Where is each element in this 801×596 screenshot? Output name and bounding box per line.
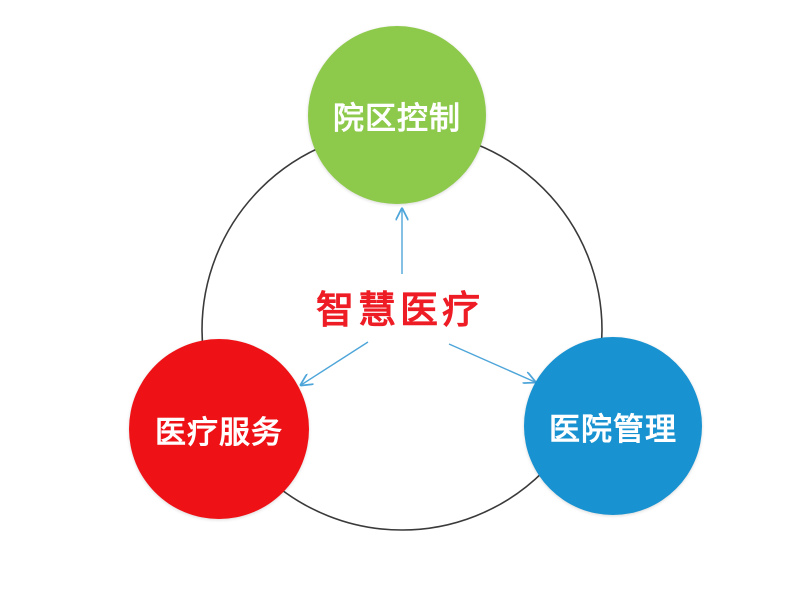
node-medical-services-label: 医疗服务 <box>155 414 283 451</box>
arrow-to-right-node <box>448 343 535 382</box>
node-campus-control-label: 院区控制 <box>333 100 461 137</box>
center-title: 智慧医疗 <box>315 287 484 332</box>
node-medical-services: 医疗服务 <box>129 339 309 519</box>
node-hospital-management: 医院管理 <box>524 337 702 515</box>
arrow-to-left-node <box>301 341 369 385</box>
node-campus-control: 院区控制 <box>308 26 486 204</box>
node-hospital-management-label: 医院管理 <box>549 411 677 448</box>
